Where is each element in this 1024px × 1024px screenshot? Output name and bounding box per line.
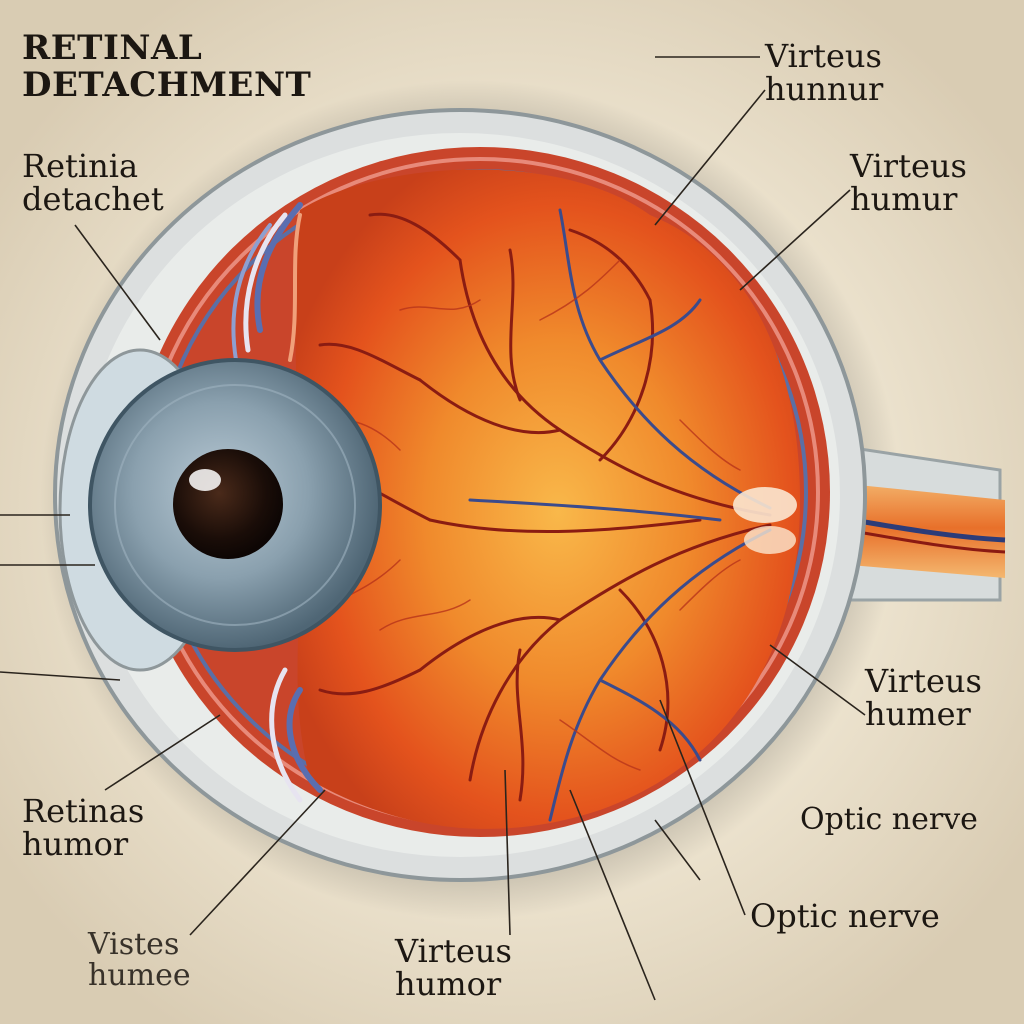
label-left-upper: Retinia detachet: [22, 150, 164, 215]
label-top-right-line1: Virteus: [765, 37, 882, 75]
leader-line-left-upper: [74, 224, 161, 341]
optic-disc: [733, 487, 797, 523]
label-optic-nerve-bottom: Optic nerve: [750, 897, 940, 935]
label-right-lower-line2: humer: [865, 694, 971, 733]
label-top-right-line2: hunnur: [765, 69, 884, 108]
label-bottom-mid-line1: Virteus: [395, 932, 512, 970]
title-line-1: RETINAL: [22, 28, 203, 68]
title-line-2: DETACHMENT: [22, 64, 312, 105]
pupil: [173, 449, 283, 559]
leader-line-optic-bottom: [659, 699, 746, 916]
label-right-upper: Virteus humur: [850, 150, 967, 215]
retina: [295, 169, 800, 829]
leader-lines: [0, 56, 866, 1001]
label-bottom-left-line1: Vistes: [88, 927, 180, 962]
leader-line-right-lower: [769, 644, 866, 716]
label-right-lower: Virteus humer: [865, 665, 982, 730]
label-bottom-left: Vistes humee: [88, 927, 191, 993]
leader-line-bottom-mid: [504, 769, 511, 936]
leader-line-right-upper: [739, 189, 851, 291]
leader-line-bottom-right: [569, 789, 656, 1001]
label-left-upper-line2: detachet: [22, 179, 164, 218]
label-bottom-mid-line2: humor: [395, 964, 502, 1003]
label-left-lower: Retinas humor: [22, 795, 144, 860]
label-bottom-mid: Virteus humor: [395, 935, 512, 1000]
label-left-lower-line2: humor: [22, 824, 129, 863]
leader-line-top-right: [654, 89, 766, 226]
label-bottom-left-line2: humee: [88, 957, 191, 993]
label-right-lower-line1: Virteus: [865, 662, 982, 700]
retinal-vessels: [318, 208, 772, 822]
label-top-right: Virteus hunnur: [765, 40, 883, 105]
label-right-upper-line1: Virteus: [850, 147, 967, 185]
label-optic-nerve-right: Optic nerve: [800, 802, 978, 837]
optic-disc-lower: [744, 526, 796, 554]
label-right-upper-line2: humur: [850, 179, 958, 218]
detached-retina-folds: [231, 202, 323, 803]
label-left-lower-line1: Retinas: [22, 792, 145, 830]
leader-line-left-lower: [104, 714, 221, 791]
iris-ring: [114, 384, 356, 626]
leader-line-optic-bottom-2: [654, 819, 701, 881]
diagram-title: RETINAL DETACHMENT: [22, 30, 311, 103]
leader-line-left-3: [0, 671, 121, 681]
label-left-upper-line1: Retinia: [22, 147, 139, 185]
leader-line-bottom-left: [189, 789, 326, 936]
pupil-highlight: [189, 469, 221, 491]
